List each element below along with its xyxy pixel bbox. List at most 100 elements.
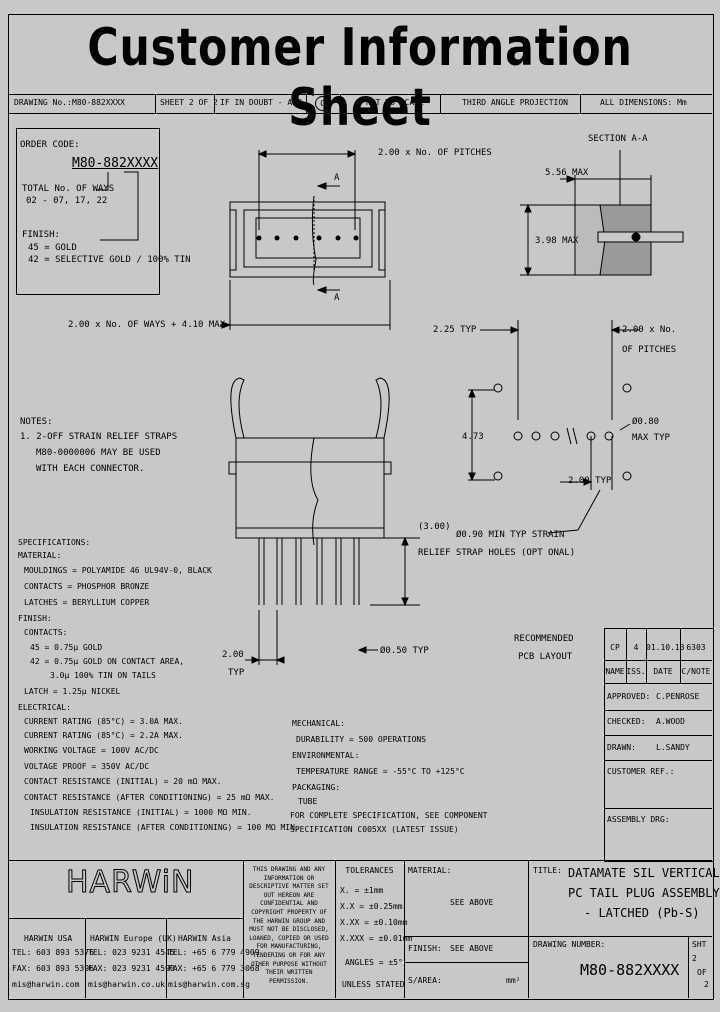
dim-200-left: 2.00 xyxy=(222,650,244,660)
rev-change: 6303 xyxy=(686,643,706,652)
usa-mail: mis@harwin.com xyxy=(12,980,80,989)
section-arrow-top-label: A xyxy=(334,173,340,183)
finish-42: 42 = SELECTIVE GOLD / 100% TIN xyxy=(28,255,191,265)
drawn-label: DRAWN: xyxy=(607,743,636,752)
sheet-of-label: OF xyxy=(697,968,707,977)
dim-080-typ: MAX TYP xyxy=(632,433,670,443)
dim-pitches-right-1: 2.00 x No. xyxy=(622,325,677,335)
spec-durability: DURABILITY = 500 OPERATIONS xyxy=(296,735,427,744)
uk-tel: TEL: 023 9231 4545 xyxy=(88,948,175,957)
if-in-doubt: IF IN DOUBT - ASK xyxy=(220,98,302,107)
drawing-no: M80-882XXXX xyxy=(72,98,125,107)
page-title: Customer Information Sheet xyxy=(87,18,633,138)
asia-mail: mis@harwin.com.sg xyxy=(168,980,250,989)
note-line-1: 1. 2-OFF STRAIN RELIEF STRAPS xyxy=(20,432,178,442)
dimensions-note: ALL DIMENSIONS: Mm xyxy=(600,98,687,107)
spec-cur85: CURRENT RATING (85°C) = 3.0A MAX. xyxy=(24,717,183,726)
spec-cr-init: CONTACT RESISTANCE (INITIAL) = 20 mΩ MAX… xyxy=(24,777,222,786)
sheet-label: SHT xyxy=(692,940,707,949)
checked-name: A.WOOD xyxy=(656,717,685,726)
harwin-usa: HARWIN USA xyxy=(24,934,73,943)
spec-complete-1: FOR COMPLETE SPECIFICATION, SEE COMPONEN… xyxy=(290,811,488,820)
spec-mouldings: MOULDINGS = POLYAMIDE 46 UL94V-0, BLACK xyxy=(24,566,212,575)
drawn-name: L.SANDY xyxy=(656,743,690,752)
dim-080: Ø0.80 xyxy=(632,417,660,427)
rev-issue: 4 xyxy=(633,643,639,652)
note-line-2: M80-0000006 MAY BE USED xyxy=(36,448,161,458)
order-code-box xyxy=(16,128,160,295)
finish-value-tb: SEE ABOVE xyxy=(450,944,494,953)
dim-398: 3.98 MAX xyxy=(535,236,579,246)
rev-header-cnote: C/NOTE xyxy=(681,667,711,676)
tolerances-label: TOLERANCES xyxy=(345,866,394,875)
tolerance-angles: ANGLES = ±5° xyxy=(345,958,403,967)
harwin-europe: HARWIN Europe (UK) xyxy=(90,934,177,943)
finish-45: 45 = GOLD xyxy=(28,243,77,253)
finish-label: FINISH: xyxy=(22,230,60,240)
sheet-number: SHEET 2 OF 2 xyxy=(160,98,218,107)
approved-name: C.PENROSE xyxy=(656,692,700,701)
usa-tel: TEL: 603 893 5376 xyxy=(12,948,94,957)
spec-complete-2: SPECIFICATION C005XX (LATEST ISSUE) xyxy=(290,825,459,834)
rev-header-name: NAME xyxy=(605,667,625,676)
dim-050: Ø0.50 TYP xyxy=(380,646,429,656)
dim-473: 4.73 xyxy=(462,432,484,442)
spec-f42a: 42 = 0.75µ GOLD ON CONTACT AREA, xyxy=(30,657,185,666)
revision-block xyxy=(604,628,714,862)
material-value: SEE ABOVE xyxy=(450,898,494,907)
drawing-number-label: DRAWING NUMBER: xyxy=(533,940,606,949)
spec-proof: VOLTAGE PROOF = 350V AC/DC xyxy=(24,762,150,771)
assembly-drg-label: ASSEMBLY DRG: xyxy=(607,815,670,824)
spec-temp: TEMPERATURE RANGE = -55°C TO +125°C xyxy=(296,767,465,776)
dim-pitches-top: 2.00 x No. OF PITCHES xyxy=(378,148,492,158)
order-code-label: ORDER CODE: xyxy=(20,140,80,150)
spec-latch: LATCH = 1.25µ NICKEL xyxy=(24,687,121,696)
checked-label: CHECKED: xyxy=(607,717,646,726)
spec-ir-init: INSULATION RESISTANCE (INITIAL) = 1000 M… xyxy=(30,808,252,817)
asia-fax: FAX: +65 6 779 3068 xyxy=(168,964,260,973)
scale-note: NOT TO SCALE xyxy=(366,98,424,107)
notes-heading: NOTES: xyxy=(20,417,53,427)
approved-label: APPROVED: xyxy=(607,692,651,701)
spec-material: MATERIAL: xyxy=(18,551,62,560)
dim-pitches-right-2: OF PITCHES xyxy=(622,345,677,355)
copyright-icon: C xyxy=(315,96,330,111)
dim-556: 5.56 MAX xyxy=(545,168,589,178)
rev-name: CP xyxy=(610,643,620,652)
strain-relief-1: Ø0.90 MIN TYP STRAIN xyxy=(456,530,565,540)
spec-voltage: WORKING VOLTAGE = 100V AC/DC xyxy=(24,746,159,755)
section-arrow-bottom-label: A xyxy=(334,293,340,303)
pcb-layout-2: PCB LAYOUT xyxy=(518,652,573,662)
finish-label-tb: FINISH: xyxy=(408,944,442,953)
dim-225: 2.25 TYP xyxy=(433,325,477,335)
sheet-value: 2 xyxy=(692,954,697,963)
ways-values: 02 - 07, 17, 22 xyxy=(26,196,108,206)
spec-latches: LATCHES = BERYLLIUM COPPER xyxy=(24,598,150,607)
spec-mechanical: MECHANICAL: xyxy=(292,719,345,728)
harwin-logo: HARWiN xyxy=(66,865,195,900)
pcb-layout-1: RECOMMENDED xyxy=(514,634,574,644)
unless-stated: UNLESS STATED xyxy=(342,980,405,989)
spec-finish: FINISH: xyxy=(18,614,52,623)
spec-cr-after: CONTACT RESISTANCE (AFTER CONDITIONING) … xyxy=(24,793,275,802)
title-line-3: - LATCHED (Pb-S) xyxy=(584,906,700,920)
surface-area-label: S/AREA: xyxy=(408,976,442,985)
rev-header-iss: ISS. xyxy=(626,667,646,676)
material-label: MATERIAL: xyxy=(408,866,452,875)
strain-relief-2: RELIEF STRAP HOLES (OPT ONAL) xyxy=(418,548,576,558)
sheet-of-value: 2 xyxy=(704,980,709,989)
note-line-3: WITH EACH CONNECTOR. xyxy=(36,464,145,474)
spec-contacts: CONTACTS: xyxy=(24,628,68,637)
dim-200-typ: 2.00 TYP xyxy=(568,476,612,486)
tolerance-3: X.XX = ±0.10mm xyxy=(340,918,408,927)
rev-date: 01.10.13 xyxy=(646,643,685,652)
section-label: SECTION A-A xyxy=(588,134,648,144)
spec-environmental: ENVIRONMENTAL: xyxy=(292,751,360,760)
rev-header-date: DATE xyxy=(653,667,673,676)
title-label: TITLE: xyxy=(533,866,562,875)
tolerance-4: X.XXX = ±0.01mm xyxy=(340,934,413,943)
title-line-1: DATAMATE SIL VERTICAL xyxy=(568,866,720,880)
dim-overall: 2.00 x No. OF WAYS + 4.10 MAX xyxy=(68,320,226,330)
harwin-asia: HARWIN Asia xyxy=(178,934,231,943)
spec-tube: TUBE xyxy=(298,797,318,806)
